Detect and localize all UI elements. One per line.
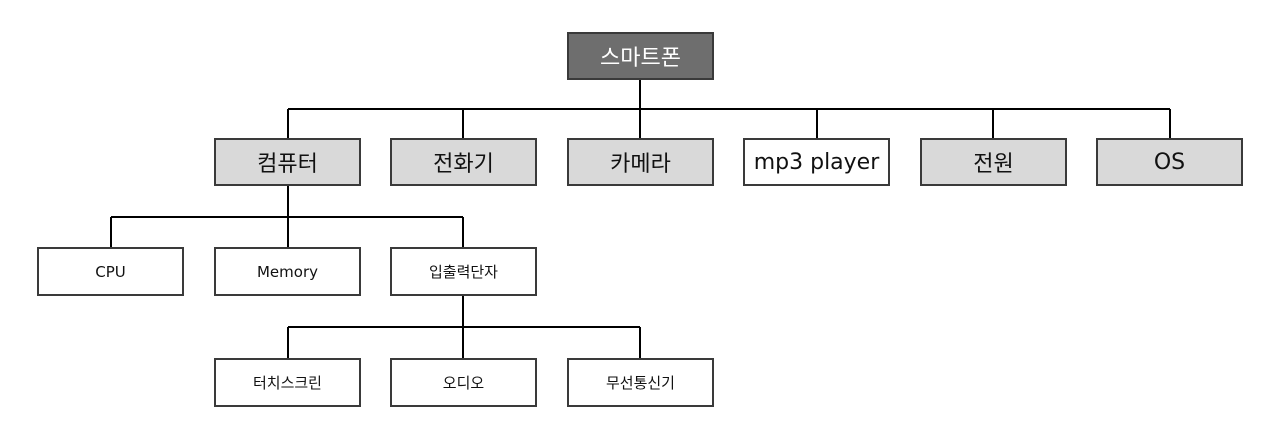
node-power-label: 전원 [973, 152, 1014, 177]
node-io-port-label: 입출력단자 [428, 263, 498, 281]
root-node: 스마트폰 [567, 32, 714, 80]
node-memory-label: Memory [256, 262, 318, 281]
node-audio: 오디오 [390, 358, 537, 407]
node-cpu-label: CPU [95, 262, 126, 281]
root-label: 스마트폰 [600, 46, 681, 71]
node-os: OS [1096, 138, 1243, 186]
node-mp3-player: mp3 player [743, 138, 890, 186]
node-cpu: CPU [37, 247, 184, 296]
node-camera: 카메라 [567, 138, 714, 186]
node-camera-label: 카메라 [610, 152, 671, 177]
node-computer-label: 컴퓨터 [257, 152, 318, 177]
node-computer: 컴퓨터 [214, 138, 361, 186]
node-touchscreen-label: 터치스크린 [252, 374, 322, 392]
node-memory: Memory [214, 247, 361, 296]
node-audio-label: 오디오 [442, 374, 485, 392]
node-power: 전원 [920, 138, 1067, 186]
node-os-label: OS [1153, 149, 1186, 175]
node-mp3-player-label: mp3 player [753, 149, 880, 175]
node-io-port: 입출력단자 [390, 247, 537, 296]
node-phone: 전화기 [390, 138, 537, 186]
node-wireless-label: 무선통신기 [605, 374, 675, 392]
node-wireless: 무선통신기 [567, 358, 714, 407]
node-touchscreen: 터치스크린 [214, 358, 361, 407]
node-phone-label: 전화기 [433, 152, 494, 177]
